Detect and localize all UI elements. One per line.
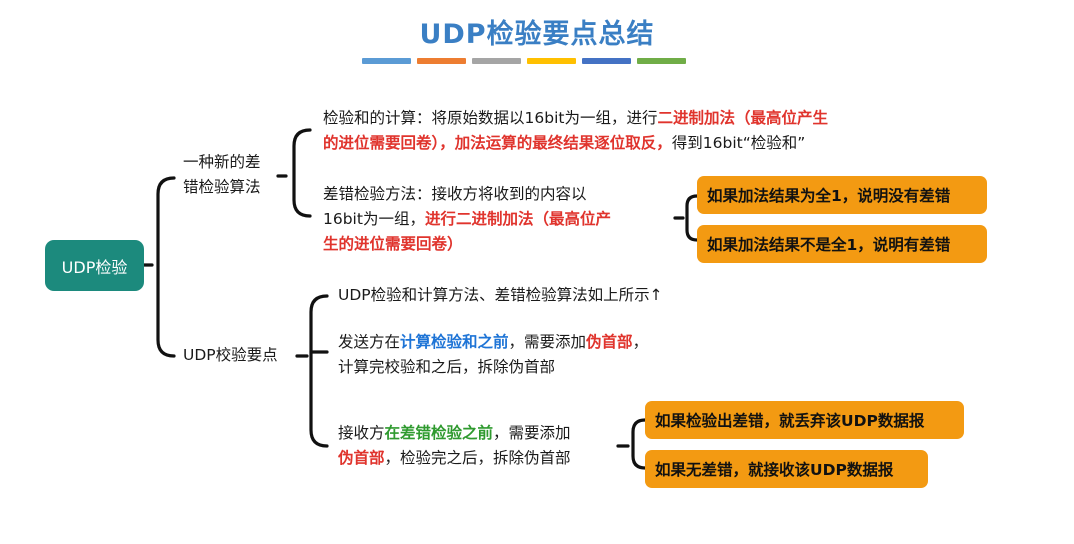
detect-text-1: 差错检验方法：接收方将收到的内容以 — [323, 185, 587, 203]
udp-item3-a: 接收方 — [338, 424, 385, 442]
branch1-label-line2: 错检验算法 — [183, 178, 261, 196]
result-ok[interactable]: 如果无差错，就接收该UDP数据报 — [645, 450, 928, 488]
branch2-label[interactable]: UDP校验要点 — [183, 346, 278, 364]
result-not-all-ones[interactable]: 如果加法结果不是全1，说明有差错 — [697, 225, 987, 263]
udp-item3-d: 伪首部 — [338, 449, 385, 467]
title-color-bars — [362, 58, 686, 64]
udp-item2-c: ，需要添加 — [508, 333, 587, 351]
detect-text-3: 生的进位需要回卷） — [323, 235, 463, 253]
udp-item2-line2: 计算完校验和之后，拆除伪首部 — [338, 358, 556, 376]
branch1-label-line1: 一种新的差 — [183, 153, 261, 171]
checksum-node[interactable]: 检验和的计算：将原始数据以16bit为一组，进行二进制加法（最高位产生 的进位需… — [323, 106, 828, 156]
udp-item3-e: ，检验完之后，拆除伪首部 — [384, 449, 571, 467]
udp-item2-d: 伪首部 — [586, 333, 633, 351]
branch1-label[interactable]: 一种新的差 错检验算法 — [183, 150, 261, 200]
udp-item2-e: ， — [632, 333, 649, 351]
checksum-text-2a: 的进位需要回卷），加法运算的最终结果逐位取反， — [323, 134, 672, 152]
udp-item2-b: 计算检验和之前 — [400, 333, 509, 351]
title-bar-1 — [362, 58, 411, 64]
checksum-text-1a: 检验和的计算：将原始数据以16bit为一组，进行 — [323, 109, 658, 127]
title-bar-5 — [582, 58, 631, 64]
page-title: UDP检验要点总结 — [419, 19, 655, 50]
result-all-ones[interactable]: 如果加法结果为全1，说明没有差错 — [697, 176, 987, 214]
checksum-text-2b: 得到16bit“检验和” — [671, 134, 806, 152]
root-node[interactable]: UDP检验 — [45, 240, 144, 291]
title-bar-2 — [417, 58, 466, 64]
udp-item2[interactable]: 发送方在计算检验和之前，需要添加伪首部， 计算完校验和之后，拆除伪首部 — [338, 330, 648, 380]
checksum-text-1b: 二进制加法（最高位产生 — [657, 109, 828, 127]
detect-text-2b: 进行二进制加法（最高位产 — [424, 210, 611, 228]
title-bar-6 — [637, 58, 686, 64]
udp-item3-b: 在差错检验之前 — [384, 424, 494, 442]
udp-item1[interactable]: UDP检验和计算方法、差错检验算法如上所示↑ — [338, 286, 663, 304]
detect-text-2a: 16bit为一组， — [323, 210, 425, 228]
udp-item2-a: 发送方在 — [338, 333, 401, 351]
result-error[interactable]: 如果检验出差错，就丢弃该UDP数据报 — [645, 401, 964, 439]
title-bar-3 — [472, 58, 521, 64]
udp-item3-c: ，需要添加 — [493, 424, 571, 442]
title-bar-4 — [527, 58, 576, 64]
detect-node[interactable]: 差错检验方法：接收方将收到的内容以 16bit为一组，进行二进制加法（最高位产 … — [323, 182, 611, 257]
udp-item3[interactable]: 接收方在差错检验之前，需要添加 伪首部，检验完之后，拆除伪首部 — [338, 421, 571, 471]
